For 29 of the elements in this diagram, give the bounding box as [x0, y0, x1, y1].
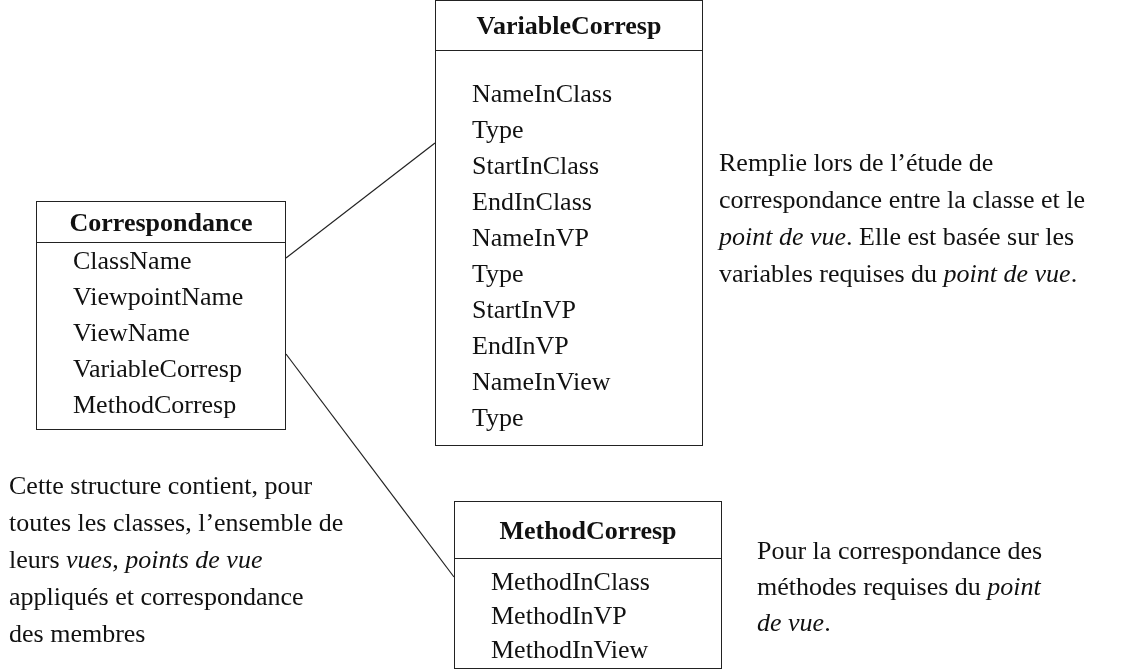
class-name: VariableCorresp: [436, 1, 702, 51]
attribute-text: VariableCorresp: [72, 353, 243, 385]
association-line: [285, 353, 455, 578]
attribute-text: EndInVP: [471, 330, 570, 362]
association-line: [285, 142, 436, 259]
note-text: Pour la correspondance des méthodes requises du point de vue.: [757, 535, 1044, 639]
attribute-text: MethodCorresp: [72, 389, 238, 421]
class-box: [454, 501, 722, 669]
attribute-text: Type: [471, 114, 525, 146]
class-box: [36, 201, 286, 430]
class-name: Correspondance: [37, 202, 285, 243]
attribute-text: Type: [471, 258, 525, 290]
attribute-text: MethodInView: [490, 634, 650, 666]
attribute-text: EndInClass: [471, 186, 593, 218]
attribute-text: NameInVP: [471, 222, 590, 254]
attribute-text: NameInView: [471, 366, 612, 398]
attribute-text: StartInClass: [471, 150, 601, 182]
attribute-text: MethodInVP: [490, 600, 628, 632]
attribute-text: ViewName: [72, 317, 191, 349]
attribute-text: Type: [471, 402, 525, 434]
attribute-text: ViewpointName: [72, 281, 245, 313]
attribute-text: NameInClass: [471, 78, 614, 110]
attribute-text: StartInVP: [471, 294, 577, 326]
class-box: [435, 0, 703, 446]
note-text: Cette structure contient, pour toutes les classes, l’ensemble de leurs vues, points de vue appliqués et correspondance des membres: [9, 470, 344, 650]
attribute-text: MethodInClass: [490, 566, 651, 598]
class-name: MethodCorresp: [455, 502, 721, 559]
note-text: Remplie lors de l’étude de correspondance entre la classe et le point de vue. Elle est basée sur les variables requises du point de vue.: [719, 147, 1086, 290]
attribute-text: ClassName: [72, 245, 193, 277]
